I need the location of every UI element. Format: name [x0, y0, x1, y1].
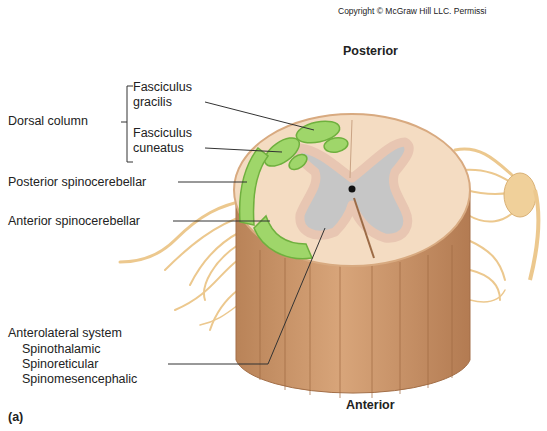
orientation-label: Anterior	[346, 398, 436, 413]
rootlet	[175, 260, 238, 310]
leader-line	[173, 221, 270, 222]
group-label: Anterolateral system	[8, 326, 168, 341]
cord-striations	[260, 245, 452, 398]
rootlet	[468, 240, 505, 280]
tract-label: Spinomesencephalic	[22, 372, 182, 387]
gray-matter	[296, 142, 409, 238]
rootlet	[210, 290, 238, 330]
striation	[400, 262, 401, 394]
copyright-notice: Copyright © McGraw Hill LLC. Permissi	[338, 4, 547, 19]
fasciculus-cuneatus-tract	[286, 151, 309, 172]
leader-line	[168, 228, 325, 364]
striation	[340, 265, 341, 398]
rootlet	[204, 245, 238, 300]
rootlet	[470, 290, 505, 302]
panel-label: (a)	[8, 410, 48, 425]
leader-lines	[168, 102, 325, 364]
striation	[452, 245, 453, 378]
spinal-nerve	[530, 190, 538, 280]
tract-label: Anterior spinocerebellar	[8, 214, 178, 229]
tracts	[240, 118, 349, 259]
striation	[372, 265, 373, 398]
rootlet	[190, 232, 240, 285]
tract-label: Fasciculus gracilis	[133, 80, 205, 110]
group-label: Dorsal column	[8, 114, 123, 129]
central-canal	[349, 186, 356, 193]
tract-label: Posterior spinocerebellar	[8, 175, 178, 190]
anterior-median-fissure	[354, 198, 374, 258]
orientation-label: Posterior	[343, 44, 433, 59]
tract-label: Spinothalamic	[22, 342, 168, 357]
dorsal-root-ganglion	[504, 173, 536, 217]
leader-line	[205, 148, 282, 152]
leader-line	[178, 182, 247, 183]
white-matter	[234, 114, 470, 266]
fasciculus-gracilis-tract	[323, 136, 349, 154]
rootlet	[200, 305, 238, 325]
striation	[260, 250, 261, 380]
anterior-spinocerebellar-tract	[254, 216, 312, 259]
posterior-spinocerebellar-tract	[240, 148, 268, 225]
rootlet	[470, 270, 500, 300]
posterior-median-septum	[350, 120, 352, 178]
striation	[310, 262, 311, 395]
dorsal-column-bracket	[121, 86, 133, 162]
leader-line	[205, 102, 314, 130]
tract-label: Fasciculus cuneatus	[133, 126, 205, 156]
tract-label: Spinoreticular	[22, 357, 168, 372]
striation	[428, 255, 429, 388]
